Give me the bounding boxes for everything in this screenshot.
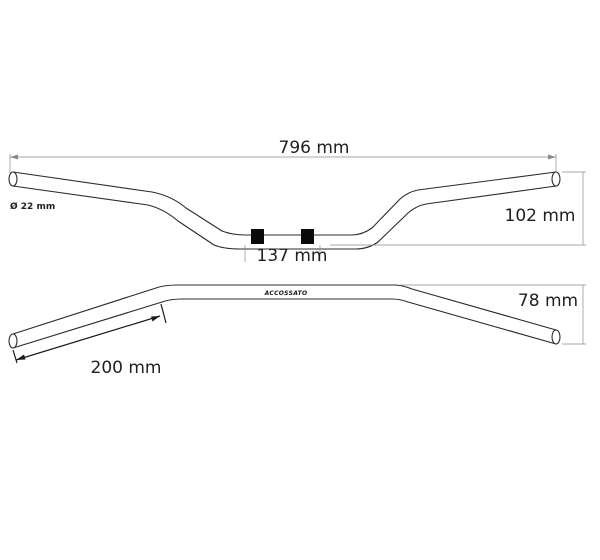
top-tube-end-right [551,329,561,345]
pullback-dimension: 78 mm [400,284,586,345]
grip-dimension: 200 mm [12,303,167,378]
width-arrow-right [548,154,556,160]
front-handlebar-tube [8,171,561,250]
pullback-label: 78 mm [518,291,578,311]
grip-ext-right [160,303,167,324]
top-tube-lower-edge [12,298,557,349]
front-tube-upper-edge [12,171,557,236]
grip-dim-line [15,315,161,361]
width-arrow-left [10,154,18,160]
width-dimension: 796 mm [9,138,557,176]
width-label: 796 mm [279,138,350,158]
grip-label: 200 mm [91,358,162,378]
top-handlebar-tube [8,284,561,349]
grip-arrow-right [151,316,160,322]
front-tube-lower-edge [12,185,557,250]
front-tube-end-left [8,171,18,187]
center-dimension: 137 mm [244,245,328,266]
brand-logo: ACCOSSATO [264,290,308,297]
grip-ext-left [12,349,18,364]
clamp-mark-right [301,229,314,244]
center-label: 137 mm [257,246,328,266]
front-tube-end-right [551,171,561,187]
top-tube-upper-edge [12,284,557,335]
diameter-label: Ø 22 mm [10,201,55,212]
top-view: ACCOSSATO 78 mm 200 mm [8,284,586,378]
clamp-mark-left [251,229,264,244]
front-view: 796 mm 137 mm 102 mm Ø 22 mm [8,138,586,266]
rise-label: 102 mm [505,206,576,226]
grip-arrow-left [16,354,26,360]
rise-dimension: 102 mm [330,171,586,246]
top-tube-end-left [8,333,18,349]
